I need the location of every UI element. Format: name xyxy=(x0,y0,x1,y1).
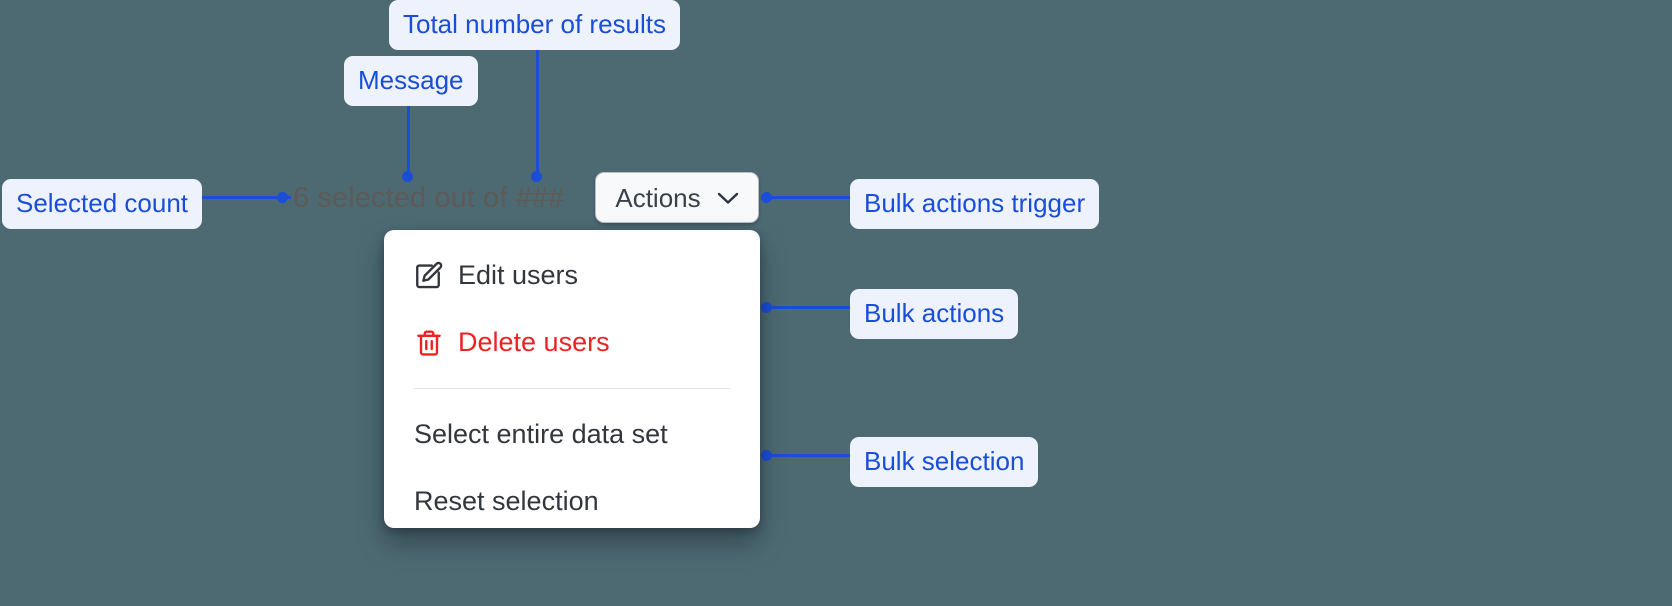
menu-item-label: Select entire data set xyxy=(414,419,668,449)
leader-dot-selected-count xyxy=(277,192,288,203)
menu-divider xyxy=(414,388,730,389)
edit-pencil-square-icon xyxy=(414,261,444,291)
leader-dot-total-results xyxy=(531,171,542,182)
leader-dot-bulk-trigger xyxy=(761,192,772,203)
menu-item-select-entire-data-set[interactable]: Select entire data set xyxy=(384,401,760,468)
leader-dot-message xyxy=(402,171,413,182)
leader-dot-bulk-selection xyxy=(761,450,772,461)
menu-item-delete-users[interactable]: Delete users xyxy=(384,309,760,376)
trash-icon xyxy=(414,328,444,358)
menu-item-label: Edit users xyxy=(458,260,579,290)
callout-selected-count: Selected count xyxy=(2,179,203,229)
leader-line-selected-count xyxy=(201,196,291,199)
chevron-down-icon xyxy=(717,191,739,205)
menu-item-label: Delete users xyxy=(458,327,610,357)
menu-item-edit-users[interactable]: Edit users xyxy=(384,242,760,309)
callout-bulk-actions-trigger: Bulk actions trigger xyxy=(850,179,1100,229)
menu-item-reset-selection[interactable]: Reset selection xyxy=(384,468,760,528)
callout-bulk-selection: Bulk selection xyxy=(850,437,1039,487)
leader-line-message xyxy=(407,92,410,176)
bulk-actions-menu[interactable]: Edit users Delete users Select entire da… xyxy=(384,230,760,528)
leader-line-bulk-actions xyxy=(763,306,853,309)
leader-line-bulk-trigger xyxy=(763,196,853,199)
bulk-actions-trigger-button[interactable]: Actions xyxy=(595,172,759,223)
leader-line-total-results xyxy=(536,38,539,176)
leader-dot-bulk-actions xyxy=(761,302,772,313)
menu-item-label: Reset selection xyxy=(414,486,599,516)
bulk-actions-trigger-label: Actions xyxy=(615,182,701,213)
callout-total-number-of-results: Total number of results xyxy=(389,0,681,50)
callout-message: Message xyxy=(344,56,478,106)
selection-status-text: 6 selected out of ### xyxy=(293,182,565,214)
callout-bulk-actions: Bulk actions xyxy=(850,289,1019,339)
leader-line-bulk-selection xyxy=(763,454,853,457)
